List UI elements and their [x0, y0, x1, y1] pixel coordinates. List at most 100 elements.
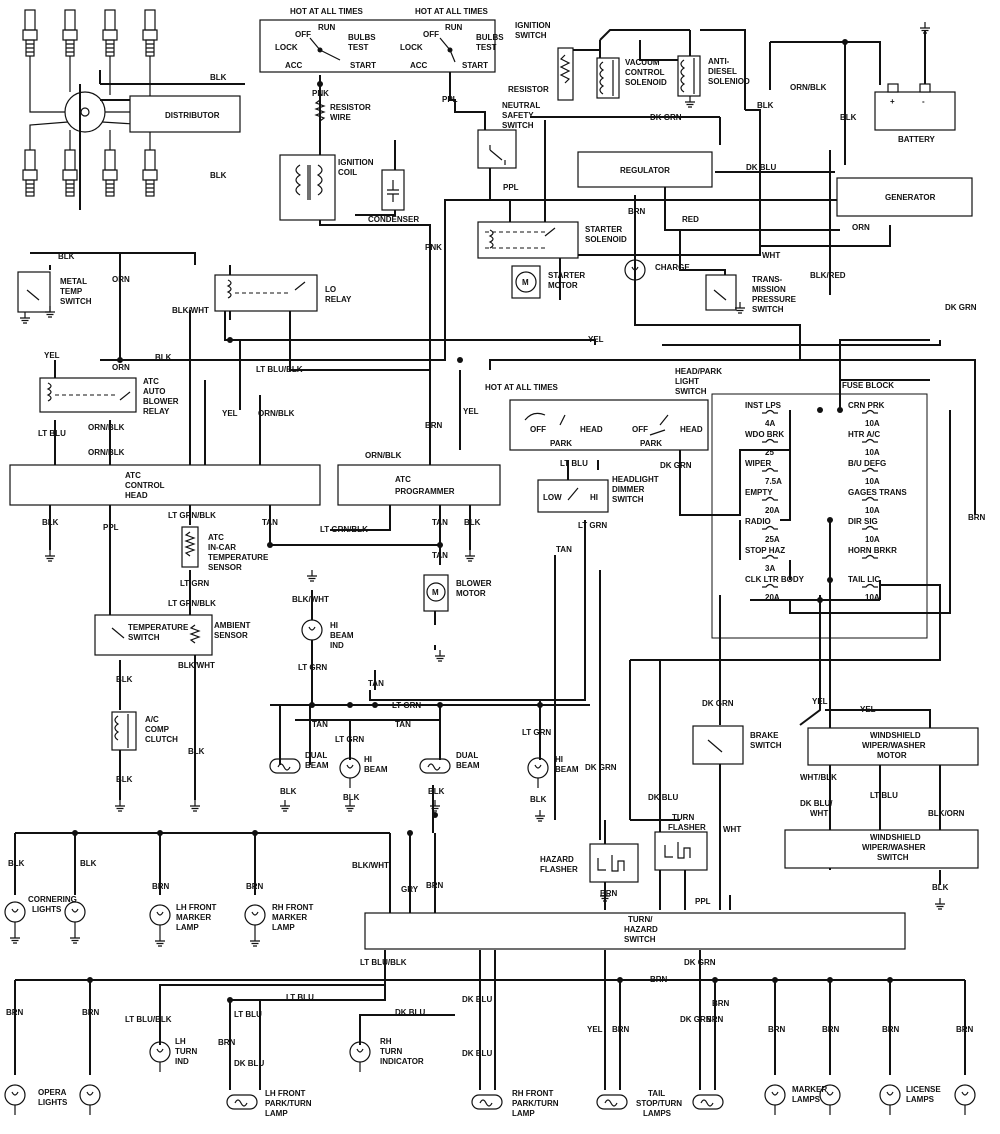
fuse-right-name-2: B/U DEFG	[848, 459, 886, 468]
resistor-wire: RESISTOR WIRE	[314, 99, 371, 122]
anti-diesel-solenoid: ANTI- DIESEL SOLENIOD	[677, 55, 750, 108]
wire-label-blk-head: BLK	[42, 518, 59, 527]
wire-label-brn-lhm: BRN	[152, 882, 170, 891]
rh-turn-ind-label-1: RH	[380, 1037, 392, 1046]
hi-beam-ind-label-2: BEAM	[330, 631, 354, 640]
atc-control-head: ATC CONTROL HEAD	[9, 464, 321, 506]
marker-lamps: MARKER LAMPS	[764, 1084, 841, 1116]
wire-label-ltgrn-hib: LT GRN	[335, 735, 364, 744]
neutral-label-2: SAFETY	[502, 111, 534, 120]
turn-flasher-label-1: TURN	[672, 813, 694, 822]
ign-off-2: OFF	[423, 30, 439, 39]
fuse-right-name-4: DIR SIG	[848, 517, 878, 526]
fuse-left-symbol-4	[762, 525, 778, 530]
wire-label-blk-hib2: BLK	[530, 795, 547, 804]
fuse-right-symbol-3	[862, 496, 878, 501]
wire-label-dkgrn-haz: DK GRN	[585, 763, 617, 772]
lh-park-label-1: LH FRONT	[265, 1089, 306, 1098]
wire-label-brn-tail2: BRN	[706, 1015, 724, 1024]
cornering-label-1: CORNERING	[28, 895, 77, 904]
wire-label-yel-prog: YEL	[463, 407, 479, 416]
hi-beam-ind-label-1: HI	[330, 621, 338, 630]
wire-label-blk-hib1: BLK	[343, 793, 360, 802]
wire-label-orn-gen: ORN	[852, 223, 870, 232]
wire-label-ltgrnblk-1: LT GRN/BLK	[168, 511, 216, 520]
ign-start-1: START	[350, 61, 376, 70]
wire-label-blk-batt: BLK	[840, 113, 857, 122]
fuse-left-symbol-2	[762, 467, 778, 472]
wire-label-brn-mk2: BRN	[822, 1025, 840, 1034]
starter-motor-m: M	[522, 278, 529, 287]
wire-label-brn-lhp: BRN	[218, 1038, 236, 1047]
wire-label-ltblublk-turn: LT BLU/BLK	[360, 958, 407, 967]
wire-label-ltblu-left: LT BLU	[38, 429, 66, 438]
ign-off-1: OFF	[295, 30, 311, 39]
wire-label-dkblu-lhp: DK BLU	[234, 1059, 264, 1068]
wire-label-dkgrn-top: DK GRN	[650, 113, 682, 122]
incar-temperature-sensor: ATC IN-CAR TEMPERATURE SENSOR	[181, 526, 269, 572]
fuse-left-name-2: WIPER	[745, 459, 771, 468]
wire-label-ltgrn-sensor: LT GRN	[180, 579, 209, 588]
fuse-left-name-3: EMPTY	[745, 488, 773, 497]
trans-label-3: PRESSURE	[752, 295, 797, 304]
wire-label-ltgrn-dimmer: LT GRN	[578, 521, 607, 530]
fuse-right-name-3: GAGES TRANS	[848, 488, 907, 497]
trans-label-2: MISSION	[752, 285, 786, 294]
wire-label-blk-metal: BLK	[58, 252, 75, 261]
fuse-right-amp-4: 10A	[865, 535, 880, 544]
battery-label: BATTERY	[898, 135, 936, 144]
wire-label-dkblu-turn: DK BLU	[648, 793, 678, 802]
dimmer-label-1: HEADLIGHT	[612, 475, 659, 484]
fuse-left-name-1: WDO BRK	[745, 430, 784, 439]
turn-hazard-label-1: TURN/	[628, 915, 653, 924]
dual-beam-left-label-1: DUAL	[305, 751, 327, 760]
ambient-label-2: SENSOR	[214, 631, 248, 640]
wire-label-brn-prog: BRN	[425, 421, 443, 430]
distributor-label: DISTRIBUTOR	[165, 111, 220, 120]
tail-label-3: LAMPS	[643, 1109, 672, 1118]
starter-motor-label-1: STARTER	[548, 271, 585, 280]
fuse-left-amp-4: 25A	[765, 535, 780, 544]
ac-label-3: CLUTCH	[145, 735, 178, 744]
vacuum-control-solenoid: VACUUM CONTROL SOLENOID	[557, 47, 667, 101]
dimmer-label-2: DIMMER	[612, 485, 645, 494]
fuse-left-amp-0: 4A	[765, 419, 775, 428]
wire-labels: BLK BLK PNK PNK PPL PPL DK GRN ORN/BLK B…	[6, 73, 986, 1068]
lh-front-marker-lamp: LH FRONT MARKER LAMP	[149, 903, 217, 936]
wire-label-brn-haz: BRN	[600, 889, 618, 898]
spark-plug-set-bottom	[22, 149, 158, 197]
wire-label-dkgrn-turn: DK GRN	[684, 958, 716, 967]
ign-run-2: RUN	[445, 23, 463, 32]
anti-diesel-label-1: ANTI-	[708, 57, 730, 66]
neutral-safety-switch: RESISTOR NEUTRAL SAFETY SWITCH	[477, 85, 549, 169]
wire-label-brn-turn: BRN	[426, 881, 444, 890]
wire-label-blk-prog: BLK	[464, 518, 481, 527]
wire-label-brn-tail1: BRN	[612, 1025, 630, 1034]
wire-label-blkwht-turn: BLK/WHT	[352, 861, 389, 870]
starter-solenoid-label-1: STARTER	[585, 225, 622, 234]
head-park-2: PARK	[640, 439, 662, 448]
vacuum-label-2: CONTROL	[625, 68, 665, 77]
ign-run-1: RUN	[318, 23, 336, 32]
wire-label-ltblublk-1: LT BLU/BLK	[256, 365, 303, 374]
wire-label-pnk-1: PNK	[312, 89, 329, 98]
generator: GENERATOR	[836, 177, 973, 217]
opera-label-2: LIGHTS	[38, 1098, 68, 1107]
blower-label-2: MOTOR	[456, 589, 486, 598]
atc-relay-label-2: AUTO	[143, 387, 166, 396]
fuse-block-label: FUSE BLOCK	[842, 381, 894, 390]
turn-flasher-label-2: FLASHER	[668, 823, 706, 832]
head-park-1: PARK	[550, 439, 572, 448]
metal-temp-label-1: METAL	[60, 277, 87, 286]
lh-marker-label-2: MARKER	[176, 913, 211, 922]
dual-beam-right-label-2: BEAM	[456, 761, 480, 770]
temperature-switch: TEMPERATURE SWITCH AMBIENT SENSOR	[94, 614, 251, 656]
rh-front-marker-lamp: RH FRONT MARKER LAMP	[244, 903, 313, 936]
wire-label-blk-top: BLK	[757, 101, 774, 110]
lh-front-park-turn-lamp: LH FRONT PARK/TURN LAMP	[226, 1089, 312, 1118]
wire-label-blkred: BLK/RED	[810, 271, 846, 280]
hi-beam-right-label-1: HI	[555, 755, 563, 764]
